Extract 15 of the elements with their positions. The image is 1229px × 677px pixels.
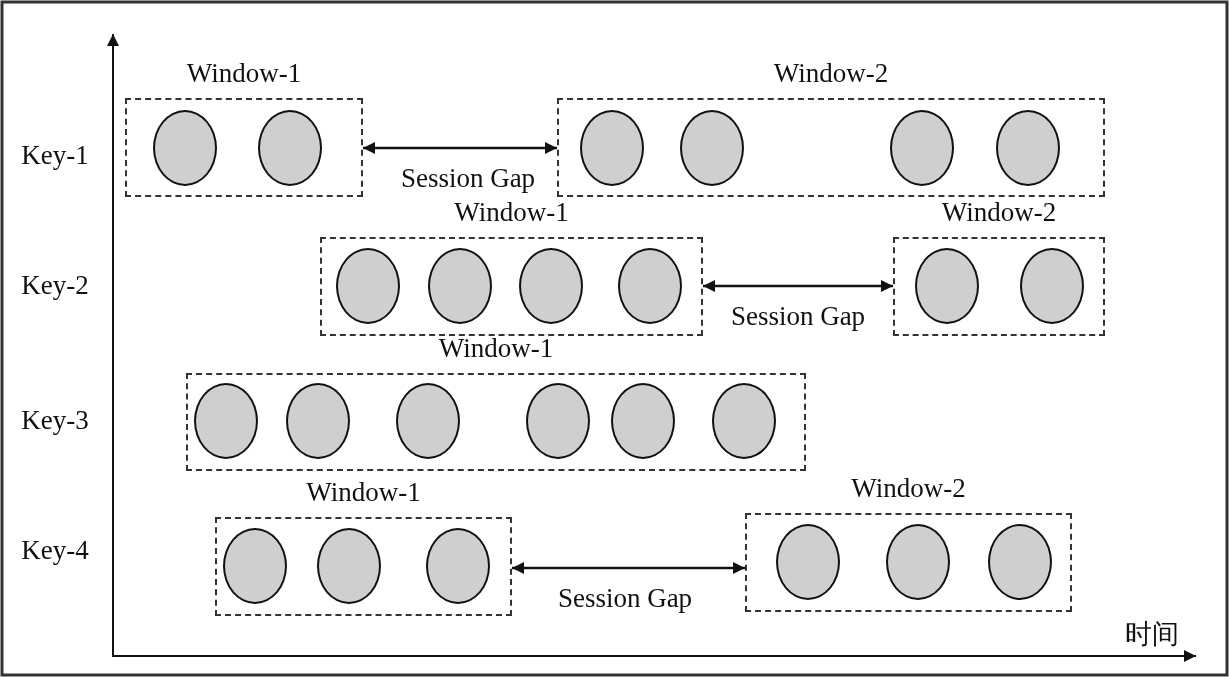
row-label: Key-3 xyxy=(21,405,89,435)
window-title: Window-2 xyxy=(941,197,1057,227)
double-arrow xyxy=(363,142,557,154)
row-label: Key-1 xyxy=(21,140,89,170)
double-arrow xyxy=(512,562,745,574)
window-title: Window-1 xyxy=(438,333,554,363)
window-title: Window-2 xyxy=(851,473,966,503)
axis-label: 时间 xyxy=(1125,619,1179,649)
row-label: Key-4 xyxy=(21,535,89,565)
window-title: Window-1 xyxy=(454,197,569,227)
row-label: Key-2 xyxy=(21,270,89,300)
window-title: Window-1 xyxy=(306,477,421,507)
window-title: Window-2 xyxy=(773,58,889,88)
window-title: Window-1 xyxy=(186,58,302,88)
double-arrow xyxy=(703,280,893,292)
